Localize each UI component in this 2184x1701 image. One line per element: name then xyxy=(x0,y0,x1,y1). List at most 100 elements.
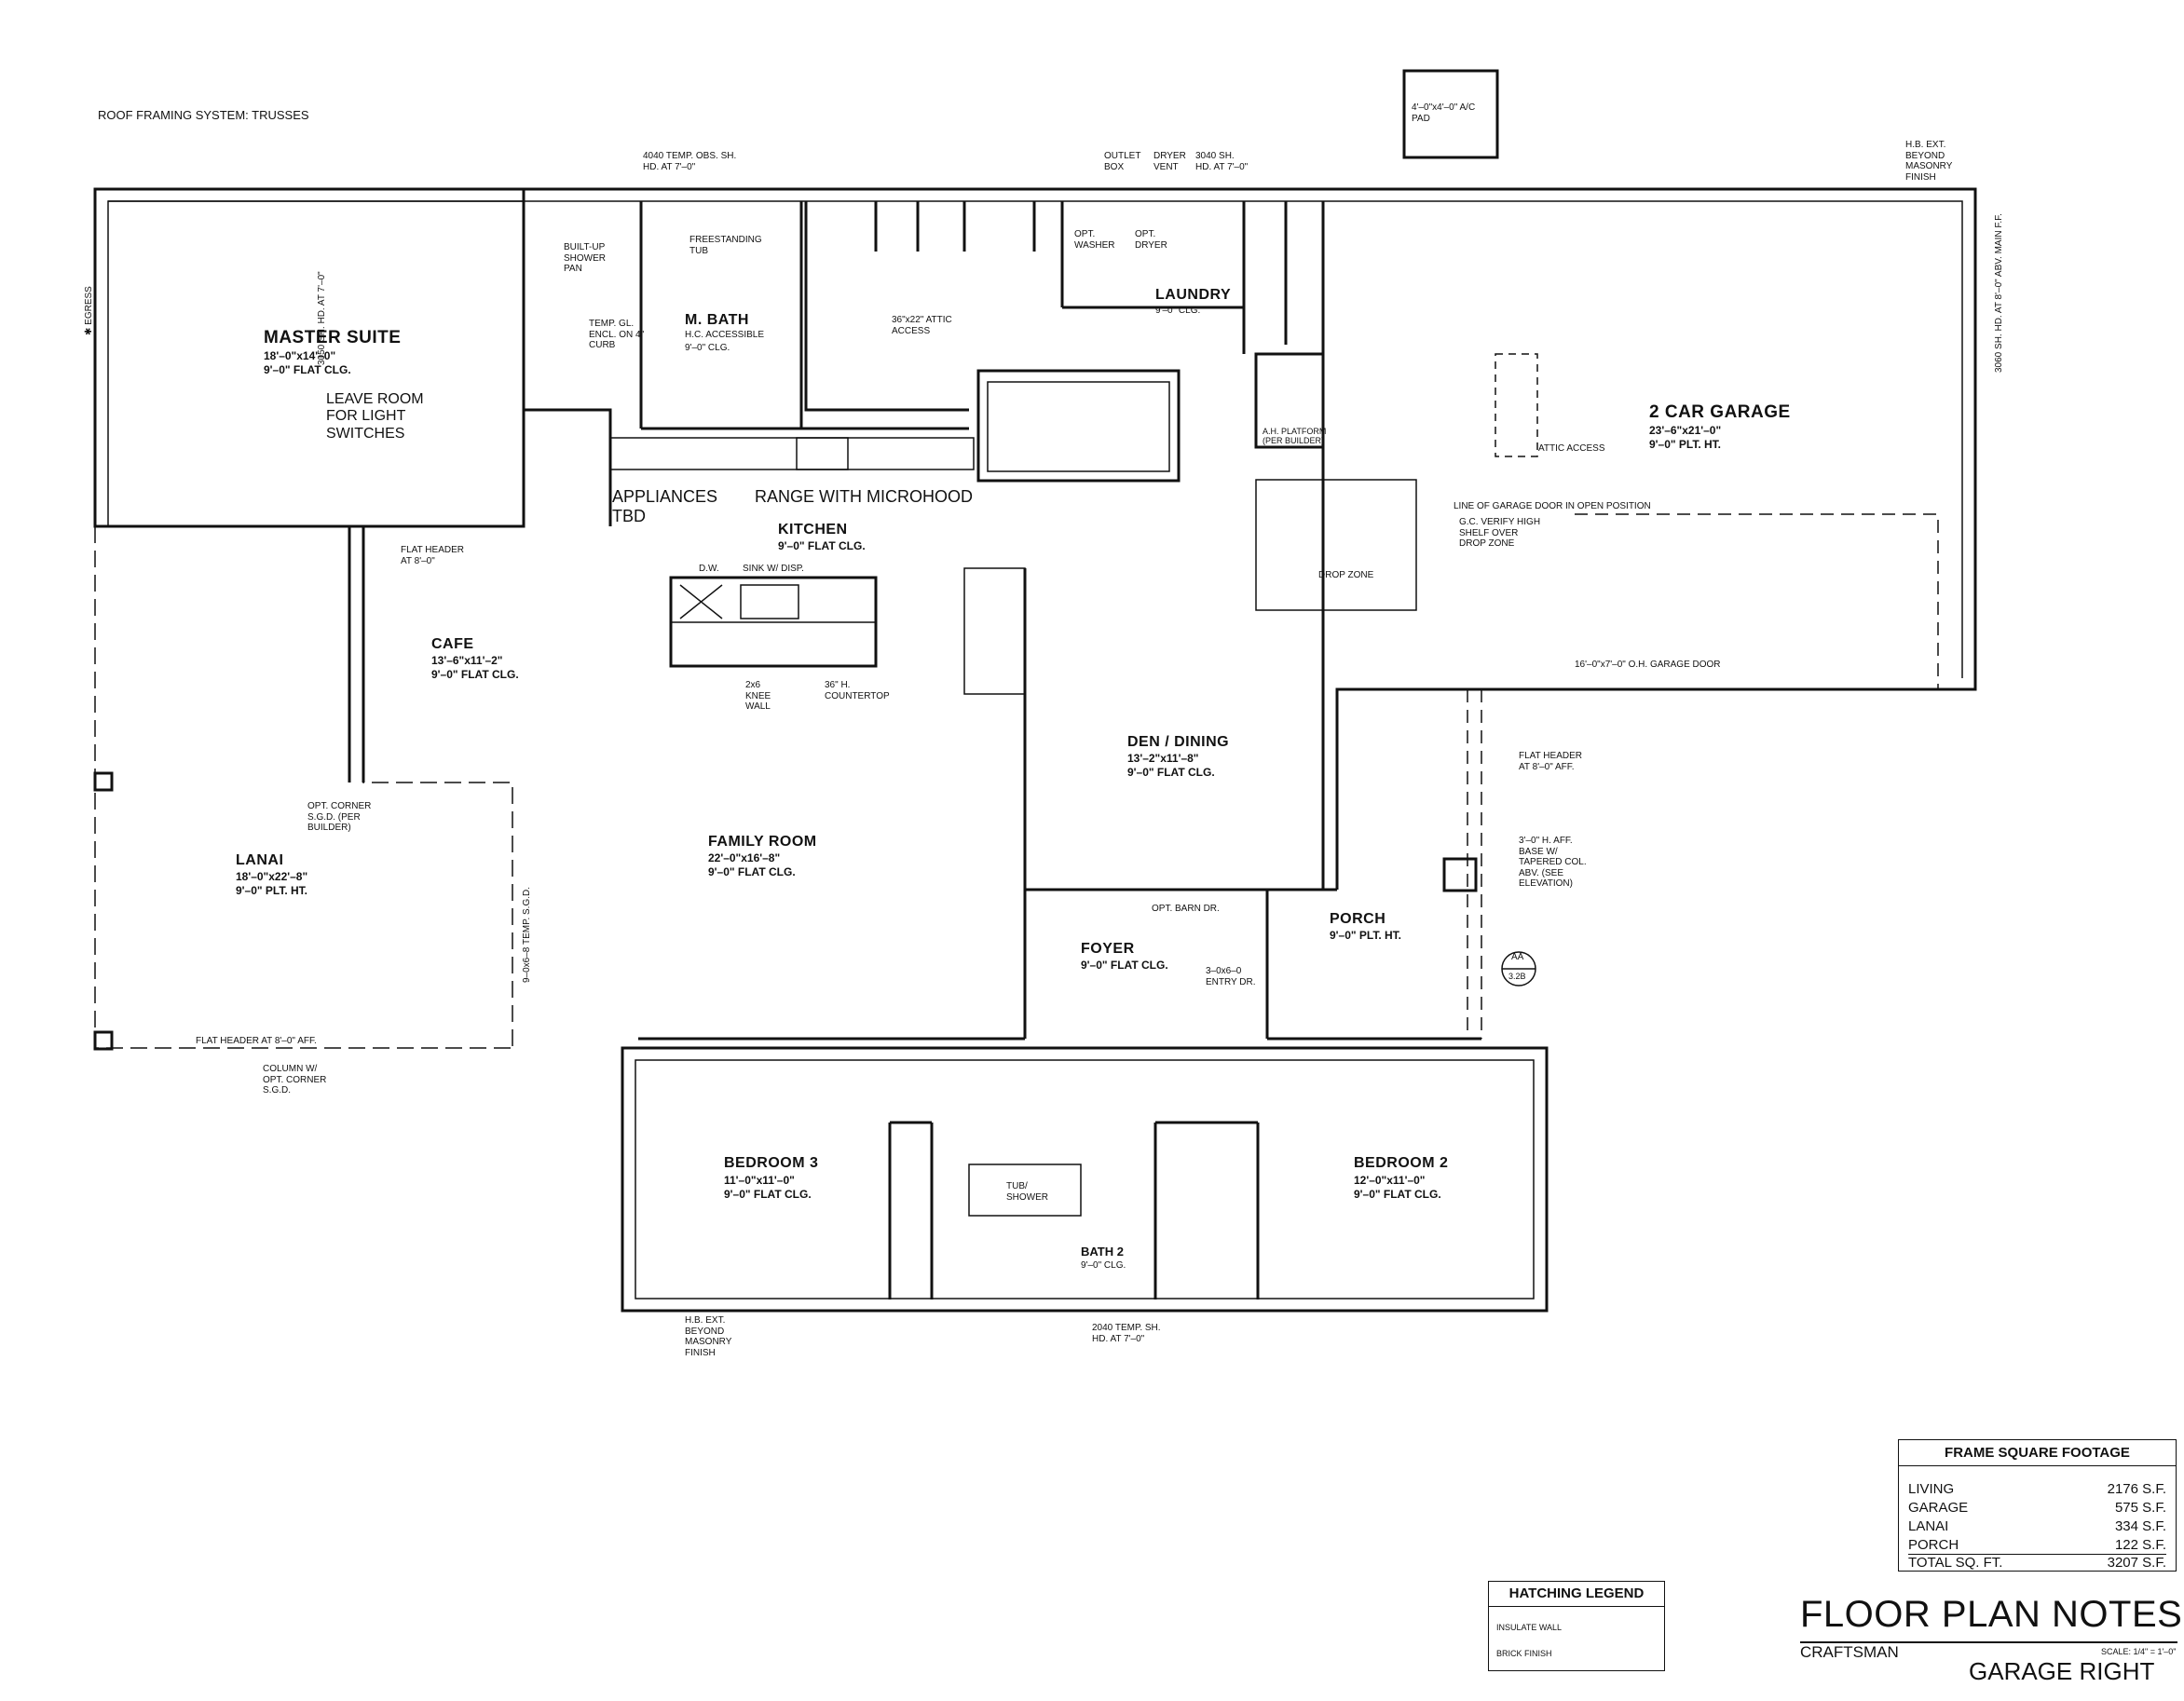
sqft-value: 122 S.F. xyxy=(2114,1537,2166,1553)
drop-zone xyxy=(1255,479,1417,611)
ah-closet xyxy=(1254,352,1325,449)
garage-door-line xyxy=(1575,513,1939,689)
room-ceiling-kitchen: 9'–0" FLAT CLG. xyxy=(778,539,866,552)
hatching-legend: HATCHING LEGEND INSULATE WALL BRICK FINI… xyxy=(1488,1581,1665,1671)
mbath-note-accessible: H.C. ACCESSIBLE xyxy=(685,330,765,340)
room-name-bath2: BATH 2 xyxy=(1081,1245,1124,1259)
sqft-value: 334 S.F. xyxy=(2114,1518,2166,1534)
garage-orientation: GARAGE RIGHT xyxy=(1969,1657,2155,1685)
master-light-note: LEAVE ROOM FOR LIGHT SWITCHES xyxy=(326,391,424,442)
pantry-walls xyxy=(976,369,1181,483)
sink xyxy=(740,584,799,619)
hose-bib-top: H.B. EXT. BEYOND MASONRY FINISH xyxy=(1905,140,1953,183)
lanai-outline xyxy=(94,525,513,1049)
room-ceiling-master: 9'–0" FLAT CLG. xyxy=(264,363,351,376)
foyer-walls xyxy=(638,890,1481,1041)
knee-wall-label: 2x6 KNEE WALL xyxy=(745,680,771,712)
temp-obs-label: 4040 TEMP. OBS. SH. HD. AT 7'–0" xyxy=(643,151,737,172)
porch-column xyxy=(1442,857,1478,892)
bedroom-closet-walls xyxy=(888,1121,1260,1300)
countertop-label: 36" H. COUNTERTOP xyxy=(825,680,890,701)
sqft-label: GARAGE xyxy=(1908,1500,1969,1516)
ac-pad-label: 4'–0"x4'–0" A/C PAD xyxy=(1412,102,1476,124)
gc-verify-label: G.C. VERIFY HIGH SHELF OVER DROP ZONE xyxy=(1459,517,1541,549)
sqft-label: LANAI xyxy=(1908,1518,1949,1534)
room-name-foyer: FOYER xyxy=(1081,941,1135,957)
garage-attic-label: ATTIC ACCESS xyxy=(1538,443,1605,454)
porch-outline xyxy=(1467,689,1482,1039)
attic-access-label: 36"x22" ATTIC ACCESS xyxy=(892,315,952,336)
room-size-bed2: 12'–0"x11'–0" xyxy=(1354,1174,1426,1187)
legend-brick-finish: BRICK FINISH xyxy=(1496,1649,1552,1658)
mbath-note-clg: 9'–0" CLG. xyxy=(685,343,730,353)
sh-3040-label: 3040 SH. HD. AT 7'–0" xyxy=(1195,151,1249,172)
room-name-lanai: LANAI xyxy=(236,852,284,868)
sqft-row: GARAGE 575 S.F. xyxy=(1908,1500,2166,1516)
hatching-legend-title: HATCHING LEGEND xyxy=(1508,1585,1645,1601)
room-size-family: 22'–0"x16'–8" xyxy=(708,851,781,864)
room-size-bed3: 11'–0"x11'–0" xyxy=(724,1174,795,1187)
room-ceiling-family: 9'–0" FLAT CLG. xyxy=(708,865,796,878)
ac-pad xyxy=(1402,69,1499,159)
room-name-bed2: BEDROOM 2 xyxy=(1354,1155,1449,1171)
temp-glass-label: TEMP. GL. ENCL. ON 4" CURB xyxy=(589,319,645,350)
range xyxy=(796,437,849,470)
room-ceiling-den: 9'–0" FLAT CLG. xyxy=(1127,766,1215,779)
drop-zone-label: DROP ZONE xyxy=(1318,570,1374,580)
porch-column-label: 3'–0" H. AFF. BASE W/ TAPERED COL. ABV. … xyxy=(1519,836,1587,889)
sh-3060-garage: 3060 SH. HD. AT 8'–0" ABV. MAIN F.F. xyxy=(1994,213,2004,373)
room-ceiling-bath2: 9'–0" CLG. xyxy=(1081,1260,1126,1271)
room-name-porch: PORCH xyxy=(1330,911,1386,927)
room-name-den: DEN / DINING xyxy=(1127,734,1230,750)
sh-3050-master: 3050 SH. HD. AT 7'–0" xyxy=(317,271,327,365)
closet-walls xyxy=(804,201,1064,412)
room-name-mbath: M. BATH xyxy=(685,312,749,328)
master-bath-walls xyxy=(522,201,969,526)
room-ceiling-porch: 9'–0" PLT. HT. xyxy=(1330,929,1402,942)
sink-label: SINK W/ DISP. xyxy=(743,564,804,574)
column-label: COLUMN W/ OPT. CORNER S.G.D. xyxy=(263,1064,327,1095)
plan-style: CRAFTSMAN xyxy=(1800,1643,1899,1661)
flat-header-lanai: FLAT HEADER AT 8'–0" AFF. xyxy=(196,1036,317,1046)
room-size-lanai: 18'–0"x22'–8" xyxy=(236,870,308,883)
pantry-inner xyxy=(987,381,1170,472)
hose-bib-bottom: H.B. EXT. BEYOND MASONRY FINISH xyxy=(685,1315,732,1358)
room-name-garage: 2 CAR GARAGE xyxy=(1649,402,1791,422)
section-mark-bottom: 3.2B xyxy=(1508,972,1526,981)
room-name-family: FAMILY ROOM xyxy=(708,834,817,850)
room-size-garage: 23'–6"x21'–0" xyxy=(1649,424,1722,437)
room-ceiling-garage: 9'–0" PLT. HT. xyxy=(1649,438,1722,451)
room-size-master: 18'–0"x14'–0" xyxy=(264,349,336,362)
room-name-master: MASTER SUITE xyxy=(264,328,402,347)
sqft-value: 3207 S.F. xyxy=(2107,1555,2166,1571)
sqft-label: LIVING xyxy=(1908,1481,1955,1497)
flat-header-porch: FLAT HEADER AT 8'–0" AFF. xyxy=(1519,751,1582,772)
exterior-wall-top-inner xyxy=(108,200,1963,678)
room-name-cafe: CAFE xyxy=(431,636,474,652)
floor-plan-title: FLOOR PLAN NOTES xyxy=(1800,1594,2183,1635)
outlet-box-label: OUTLET BOX xyxy=(1104,151,1141,172)
tub xyxy=(968,1163,1082,1217)
dishwasher-label: D.W. xyxy=(699,564,719,574)
den-walls xyxy=(1023,568,1339,891)
sqft-row: LIVING 2176 S.F. xyxy=(1908,1481,2166,1497)
room-size-cafe: 13'–6"x11'–2" xyxy=(431,654,503,667)
legend-insulate-wall: INSULATE WALL xyxy=(1496,1623,1563,1632)
kitchen-counter xyxy=(609,437,975,470)
appliances-note: APPLIANCES TBD xyxy=(612,487,718,525)
barn-door-label: OPT. BARN DR. xyxy=(1152,904,1220,914)
garage-door-line-label: LINE OF GARAGE DOOR IN OPEN POSITION xyxy=(1454,501,1651,511)
laundry-ceiling: 9'–0" CLG. xyxy=(1155,306,1201,316)
sqft-value: 575 S.F. xyxy=(2114,1500,2166,1516)
freestanding-tub-label: FREESTANDING TUB xyxy=(689,235,762,256)
laundry-walls xyxy=(1062,201,1325,689)
sqft-value: 2176 S.F. xyxy=(2107,1481,2166,1497)
refrigerator-nook xyxy=(963,567,1026,695)
room-ceiling-cafe: 9'–0" FLAT CLG. xyxy=(431,668,519,681)
tub-shower-label: TUB/ SHOWER xyxy=(1006,1181,1048,1203)
sqft-row: LANAI 334 S.F. xyxy=(1908,1518,2166,1534)
section-mark-top: AA xyxy=(1511,952,1524,962)
